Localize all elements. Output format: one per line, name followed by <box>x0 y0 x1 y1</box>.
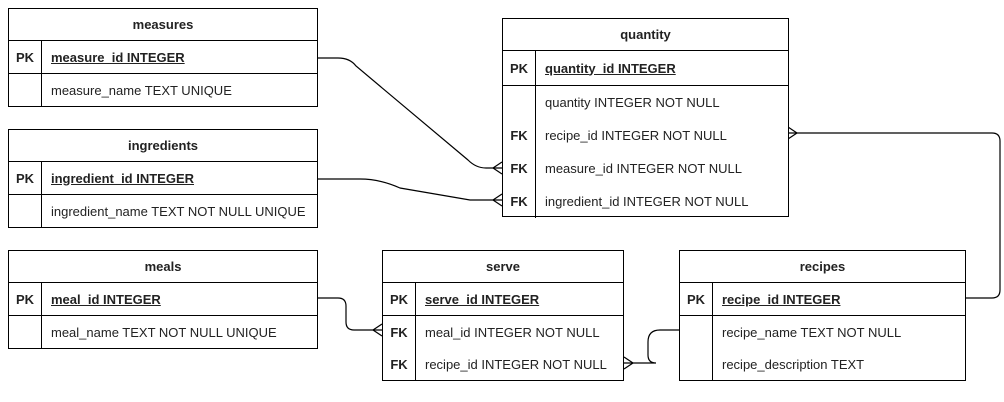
rel-measures-quantity <box>317 57 502 169</box>
column-name: measure_id INTEGER NOT NULL <box>545 161 742 176</box>
table-ingredients[interactable]: ingredients PK ingredient_id INTEGER ing… <box>8 129 318 228</box>
key-label: PK <box>680 283 713 315</box>
table-row[interactable]: PK measure_id INTEGER <box>9 41 317 74</box>
key-label <box>9 74 42 106</box>
crowsfoot-meal <box>372 323 383 337</box>
column-name: measure_name TEXT UNIQUE <box>51 82 232 98</box>
key-label: FK <box>503 152 536 185</box>
rel-meals-serve <box>317 297 382 331</box>
key-label: FK <box>503 185 536 218</box>
table-serve[interactable]: serve PK serve_id INTEGER FK meal_id INT… <box>382 250 624 381</box>
column-name: ingredient_id INTEGER NOT NULL <box>545 194 749 209</box>
table-row[interactable]: FK measure_id INTEGER NOT NULL <box>503 152 788 185</box>
column-name: measure_id INTEGER <box>51 49 185 65</box>
column-name: recipe_description TEXT <box>722 356 865 372</box>
table-row[interactable]: recipe_name TEXT NOT NULL <box>680 316 965 348</box>
table-title: measures <box>9 9 317 41</box>
table-row[interactable]: PK quantity_id INTEGER <box>503 51 788 86</box>
table-row[interactable]: measure_name TEXT UNIQUE <box>9 74 317 106</box>
key-label <box>503 86 536 119</box>
table-row[interactable]: PK serve_id INTEGER <box>383 283 623 316</box>
key-label <box>9 195 42 227</box>
rel-ingredients-quantity <box>317 178 502 201</box>
key-label <box>680 316 713 348</box>
column-name: meal_name TEXT NOT NULL UNIQUE <box>51 324 277 340</box>
table-row[interactable]: quantity INTEGER NOT NULL <box>503 86 788 119</box>
table-row[interactable]: PK meal_id INTEGER <box>9 283 317 316</box>
rel-recipes-quantity <box>788 132 1001 299</box>
table-quantity[interactable]: quantity PK quantity_id INTEGER quantity… <box>502 18 789 218</box>
table-row[interactable]: FK recipe_id INTEGER NOT NULL <box>503 119 788 152</box>
column-name: ingredient_id INTEGER <box>51 170 195 186</box>
table-recipes[interactable]: recipes PK recipe_id INTEGER recipe_name… <box>679 250 966 381</box>
column-name: recipe_id INTEGER <box>722 291 841 307</box>
key-label: PK <box>383 283 416 315</box>
column-name: ingredient_name TEXT NOT NULL UNIQUE <box>51 203 306 219</box>
key-label: PK <box>9 283 42 315</box>
key-label: PK <box>9 41 42 73</box>
table-title: ingredients <box>9 130 317 162</box>
table-row[interactable]: ingredient_name TEXT NOT NULL UNIQUE <box>9 195 317 227</box>
column-name: meal_id INTEGER NOT NULL <box>425 324 600 340</box>
key-label <box>680 348 713 380</box>
crowsfoot-recipe-quantity <box>787 126 798 140</box>
key-label: FK <box>383 348 416 380</box>
table-row[interactable]: PK recipe_id INTEGER <box>680 283 965 316</box>
table-row[interactable]: recipe_description TEXT <box>680 348 965 380</box>
table-row[interactable]: PK ingredient_id INTEGER <box>9 162 317 195</box>
table-row[interactable]: FK ingredient_id INTEGER NOT NULL <box>503 185 788 218</box>
table-title: meals <box>9 251 317 283</box>
column-name: meal_id INTEGER <box>51 291 161 307</box>
column-name: quantity_id INTEGER <box>545 60 676 76</box>
key-label: PK <box>503 51 536 85</box>
table-title: serve <box>383 251 623 283</box>
table-measures[interactable]: measures PK measure_id INTEGER measure_n… <box>8 8 318 107</box>
key-label: PK <box>9 162 42 194</box>
crowsfoot-recipe-serve <box>623 356 634 370</box>
crowsfoot-measure <box>492 161 503 175</box>
table-row[interactable]: meal_name TEXT NOT NULL UNIQUE <box>9 316 317 348</box>
column-name: recipe_id INTEGER NOT NULL <box>545 128 727 143</box>
key-label <box>9 316 42 348</box>
table-title: quantity <box>503 19 788 51</box>
table-row[interactable]: FK recipe_id INTEGER NOT NULL <box>383 348 623 380</box>
key-label: FK <box>383 316 416 348</box>
column-name: recipe_id INTEGER NOT NULL <box>425 356 607 372</box>
column-name: serve_id INTEGER <box>425 291 540 307</box>
key-label: FK <box>503 119 536 152</box>
column-name: quantity INTEGER NOT NULL <box>545 95 720 110</box>
table-meals[interactable]: meals PK meal_id INTEGER meal_name TEXT … <box>8 250 318 349</box>
column-name: recipe_name TEXT NOT NULL <box>722 324 902 340</box>
table-title: recipes <box>680 251 965 283</box>
rel-recipes-serve <box>624 329 679 364</box>
table-row[interactable]: FK meal_id INTEGER NOT NULL <box>383 316 623 348</box>
crowsfoot-ingredient <box>492 193 503 207</box>
